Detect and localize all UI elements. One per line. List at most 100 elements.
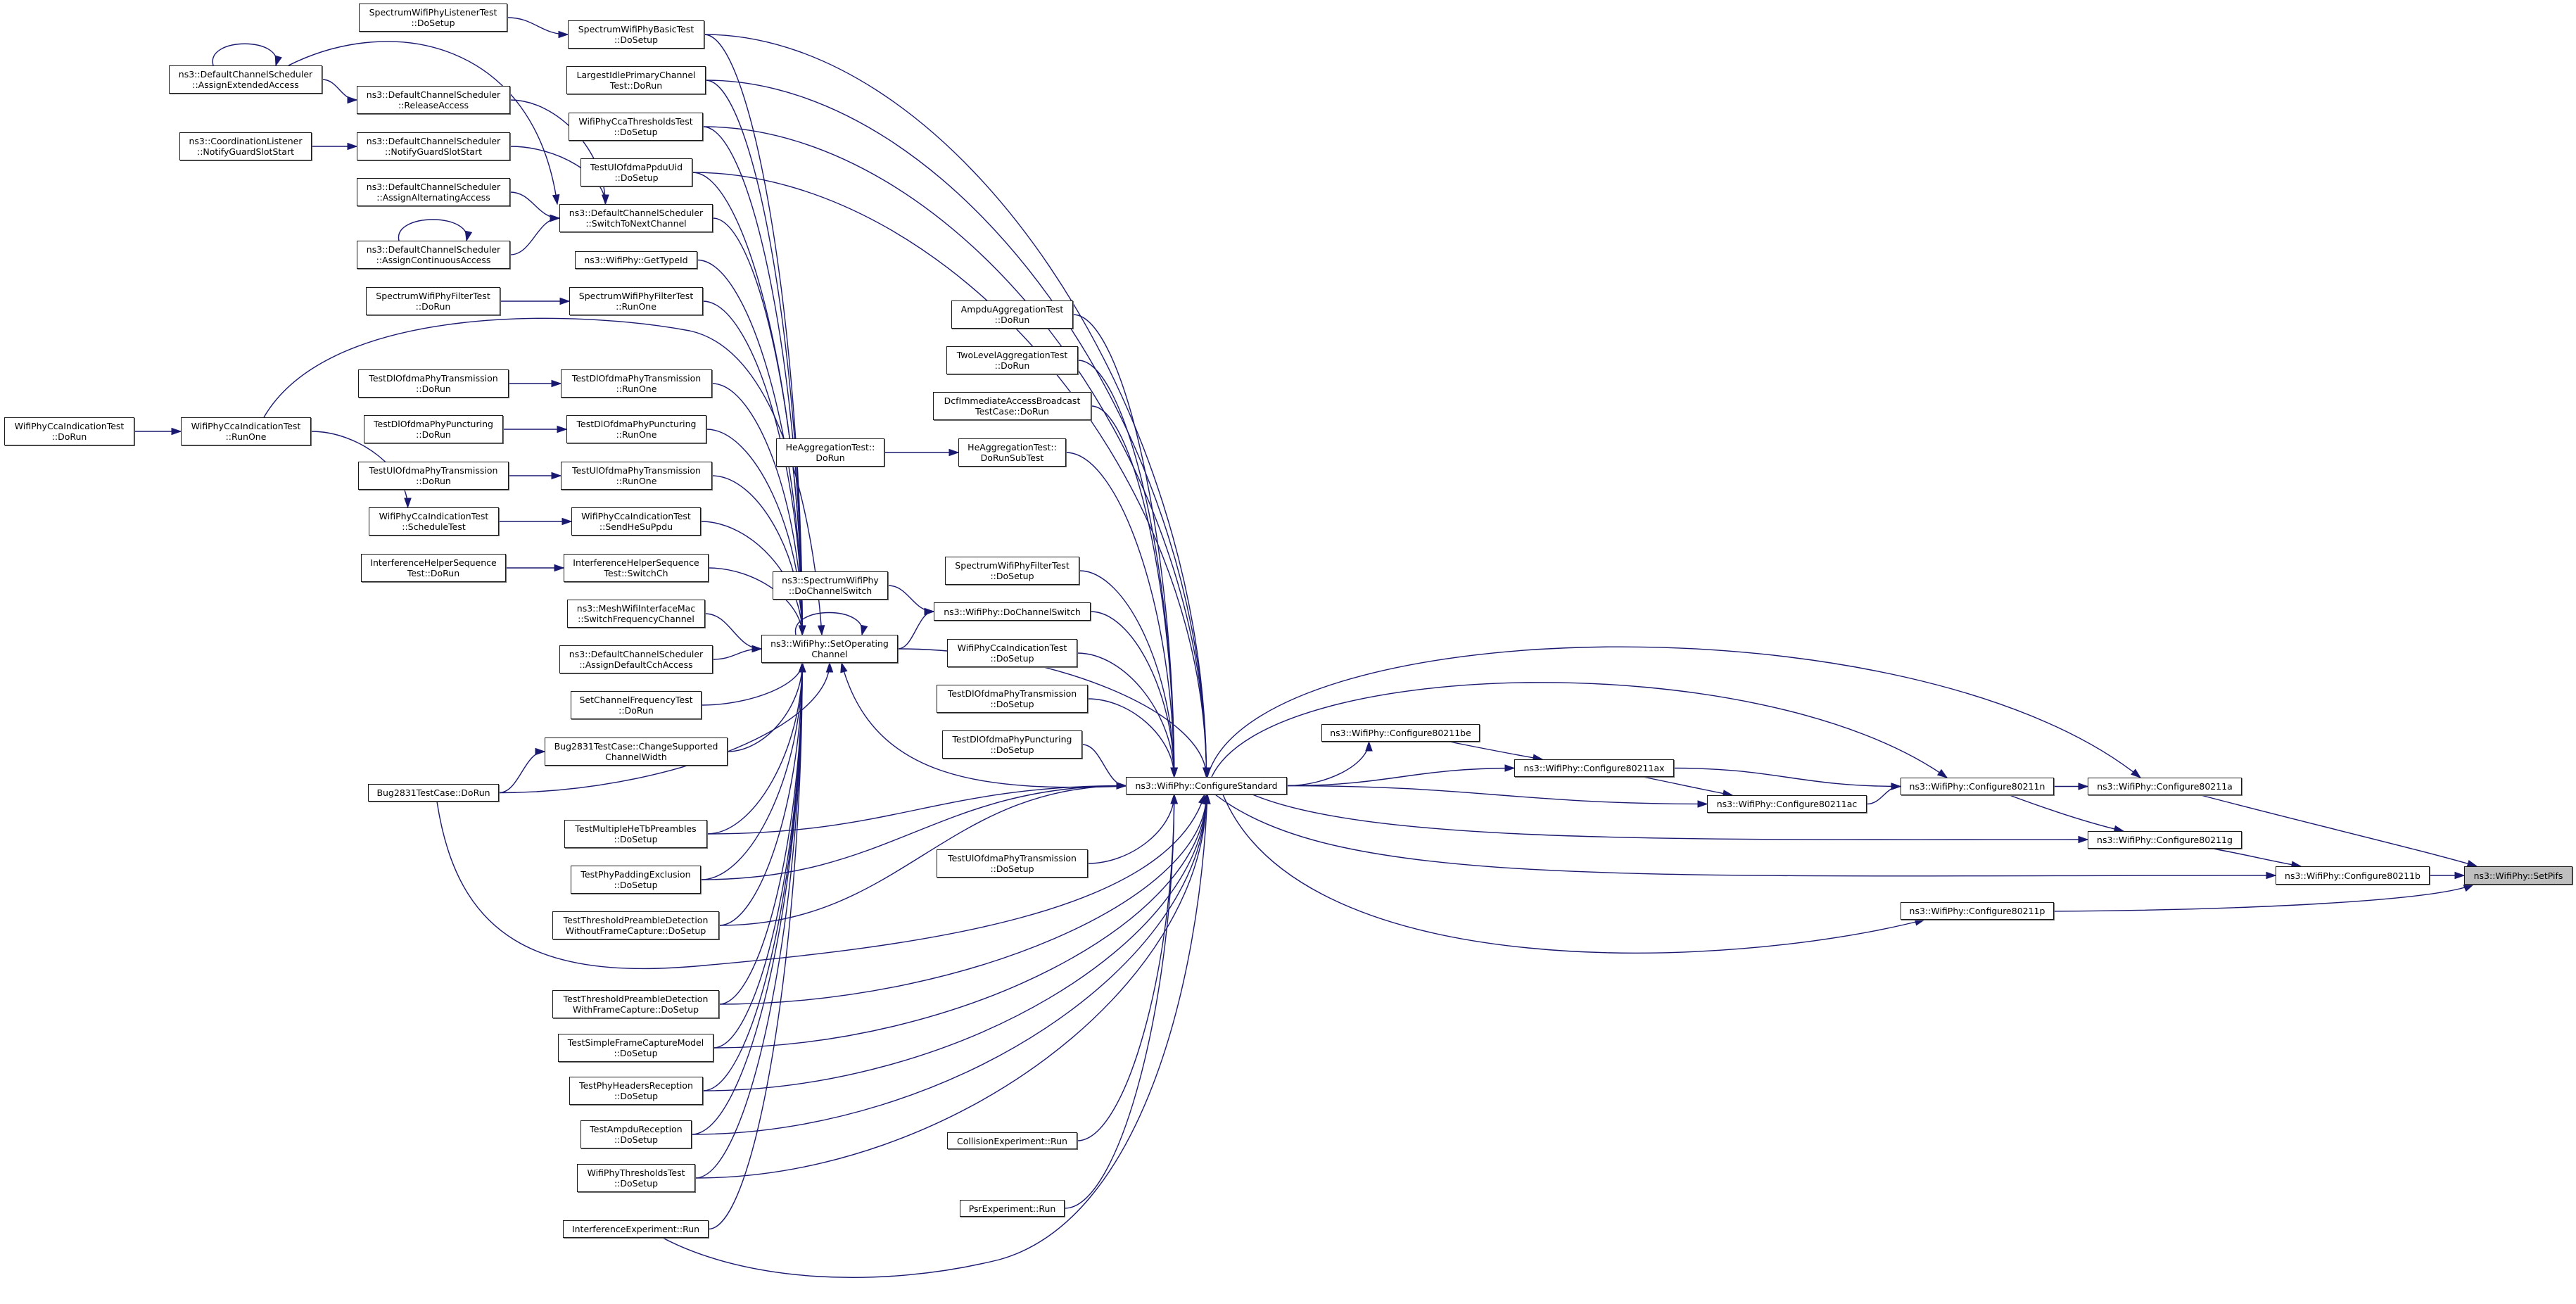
call-edge: [1642, 776, 1733, 796]
node-label-line: ns3::DefaultChannelScheduler: [569, 208, 704, 218]
function-node[interactable]: ns3::SpectrumWifiPhy::DoChannelSwitch: [773, 571, 888, 600]
call-edge: [1214, 794, 2276, 877]
node-label-line: ns3::CoordinationListener: [189, 136, 303, 146]
function-node[interactable]: TestUlOfdmaPpduUid::DoSetup: [580, 158, 692, 186]
function-node[interactable]: ns3::DefaultChannelScheduler::NotifyGuar…: [357, 132, 510, 160]
node-label-line: TestUlOfdmaPhyTransmission: [369, 465, 498, 476]
function-node[interactable]: WifiPhyCcaIndicationTest::ScheduleTest: [369, 507, 499, 536]
call-edge: [702, 126, 1207, 778]
function-node[interactable]: SpectrumWifiPhyBasicTest::DoSetup: [568, 20, 704, 49]
function-node[interactable]: ns3::WifiPhy::ConfigureStandard: [1126, 777, 1287, 795]
node-label-line: TestDlOfdmaPhyTransmission: [369, 373, 498, 384]
function-node[interactable]: AmpduAggregationTest::DoRun: [951, 300, 1073, 329]
arrowhead-icon: [552, 194, 560, 205]
function-node[interactable]: InterferenceExperiment::Run: [563, 1220, 709, 1238]
function-node[interactable]: ns3::CoordinationListener::NotifyGuardSl…: [179, 132, 312, 160]
function-node[interactable]: HeAggregationTest::DoRun: [776, 438, 884, 467]
function-node[interactable]: ns3::WifiPhy::Configure80211g: [2088, 831, 2242, 849]
call-edge: [2200, 795, 2477, 867]
function-node[interactable]: PsrExperiment::Run: [960, 1200, 1065, 1217]
function-node[interactable]: TestDlOfdmaPhyTransmission::DoRun: [358, 369, 509, 398]
function-node[interactable]: ns3::DefaultChannelScheduler::AssignDefa…: [559, 645, 713, 673]
function-node[interactable]: WifiPhyCcaIndicationTest::RunOne: [181, 417, 311, 445]
call-edge: [1087, 794, 1175, 864]
node-label-line: SpectrumWifiPhyFilterTest: [955, 560, 1070, 571]
function-node[interactable]: TestUlOfdmaPhyTransmission::DoSetup: [937, 849, 1088, 878]
function-node[interactable]: SpectrumWifiPhyFilterTest::DoRun: [366, 287, 500, 315]
function-node[interactable]: TestDlOfdmaPhyTransmission::RunOne: [561, 369, 712, 398]
function-node[interactable]: WifiPhyThresholdsTest::DoSetup: [577, 1164, 695, 1192]
function-node[interactable]: ns3::WifiPhy::Configure80211a: [2088, 778, 2242, 795]
function-node[interactable]: Bug2831TestCase::DoRun: [368, 784, 499, 802]
node-label-line: DoRunSubTest: [980, 452, 1044, 463]
function-node[interactable]: TestDlOfdmaPhyTransmission::DoSetup: [937, 685, 1088, 713]
node-label-line: ::DoRun: [994, 315, 1030, 325]
function-node[interactable]: ns3::WifiPhy::Configure80211p: [1901, 902, 2054, 920]
function-node[interactable]: SpectrumWifiPhyFilterTest::RunOne: [569, 287, 703, 315]
call-edge: [702, 300, 803, 635]
call-edge: [694, 794, 1207, 1179]
node-label-line: PsrExperiment::Run: [968, 1203, 1056, 1214]
function-node[interactable]: ns3::MeshWifiInterfaceMac::SwitchFrequen…: [567, 600, 705, 628]
function-node[interactable]: WifiPhyCcaIndicationTest::SendHeSuPpdu: [571, 507, 701, 536]
call-edge: [1449, 741, 1543, 760]
function-node[interactable]: TestSimpleFrameCaptureModel::DoSetup: [558, 1034, 713, 1062]
function-node[interactable]: ns3::DefaultChannelScheduler::AssignExte…: [169, 65, 322, 94]
function-node[interactable]: ns3::WifiPhy::DoChannelSwitch: [934, 602, 1091, 621]
function-node[interactable]: CollisionExperiment::Run: [947, 1132, 1077, 1149]
function-node[interactable]: ns3::WifiPhy::Configure80211n: [1901, 778, 2054, 795]
call-edge: [705, 80, 1207, 778]
function-node[interactable]: SpectrumWifiPhyListenerTest::DoSetup: [359, 4, 507, 32]
function-node[interactable]: ns3::DefaultChannelScheduler::SwitchToNe…: [559, 204, 713, 232]
arrowhead-icon: [924, 607, 935, 616]
function-node[interactable]: HeAggregationTest::DoRunSubTest: [958, 438, 1066, 467]
arrowhead-icon: [2454, 871, 2466, 880]
function-node[interactable]: SetChannelFrequencyTest::DoRun: [571, 691, 702, 719]
node-label-line: ::DoSetup: [614, 172, 659, 183]
function-node[interactable]: ns3::WifiPhy::Configure80211ac: [1707, 795, 1867, 813]
node-label-line: TestSimpleFrameCaptureModel: [567, 1037, 704, 1048]
function-node[interactable]: TestAmpduReception::DoSetup: [580, 1120, 692, 1148]
function-node[interactable]: TestPhyHeadersReception::DoSetup: [569, 1077, 703, 1105]
node-label-line: ns3::WifiPhy::SetPifs: [2473, 870, 2563, 881]
function-node[interactable]: WifiPhyCcaIndicationTest::DoSetup: [947, 639, 1077, 667]
node-label-line: ::DoSetup: [614, 880, 658, 890]
function-node[interactable]: ns3::WifiPhy::GetTypeId: [575, 251, 697, 269]
node-label-line: TestDlOfdmaPhyTransmission: [571, 373, 702, 384]
function-node[interactable]: TestPhyPaddingExclusion::DoSetup: [571, 866, 701, 894]
function-node[interactable]: ns3::DefaultChannelScheduler::AssignAlte…: [357, 178, 510, 206]
node-label-line: ns3::DefaultChannelScheduler: [366, 136, 501, 146]
function-node[interactable]: SpectrumWifiPhyFilterTest::DoSetup: [945, 557, 1079, 585]
function-node[interactable]: TestUlOfdmaPhyTransmission::RunOne: [561, 462, 712, 490]
function-node[interactable]: TestDlOfdmaPhyPuncturing::RunOne: [566, 415, 706, 443]
node-label-line: TestThresholdPreambleDetection: [563, 915, 709, 925]
function-node[interactable]: TestMultipleHeTbPreambles::DoSetup: [564, 820, 707, 848]
arrowhead-icon: [948, 448, 960, 457]
node-label-line: ::DoRun: [416, 384, 451, 394]
function-node[interactable]: ns3::DefaultChannelScheduler::ReleaseAcc…: [357, 86, 510, 114]
node-label-line: WifiPhyCcaIndicationTest: [957, 642, 1067, 653]
function-node[interactable]: TestUlOfdmaPhyTransmission::DoRun: [358, 462, 509, 490]
function-node[interactable]: TwoLevelAggregationTest::DoRun: [946, 346, 1078, 374]
call-edge: [1211, 682, 1948, 778]
function-node[interactable]: WifiPhyCcaThresholdsTest::DoSetup: [569, 113, 703, 141]
function-node[interactable]: ns3::WifiPhy::Configure80211b: [2276, 866, 2430, 885]
node-label-line: InterferenceHelperSequence: [370, 557, 497, 568]
function-node[interactable]: TestDlOfdmaPhyPuncturing::DoSetup: [942, 730, 1082, 759]
call-edge: [1064, 794, 1175, 1209]
function-node[interactable]: ns3::DefaultChannelScheduler::AssignCont…: [357, 241, 510, 269]
function-node[interactable]: WifiPhyCcaIndicationTest::DoRun: [4, 417, 134, 445]
call-edge: [706, 662, 803, 835]
function-node[interactable]: TestDlOfdmaPhyPuncturing::DoRun: [364, 415, 503, 443]
function-node[interactable]: ns3::WifiPhy::Configure80211be: [1321, 724, 1480, 742]
call-edge: [712, 217, 803, 635]
function-node[interactable]: ns3::WifiPhy::Configure80211ax: [1514, 759, 1674, 777]
